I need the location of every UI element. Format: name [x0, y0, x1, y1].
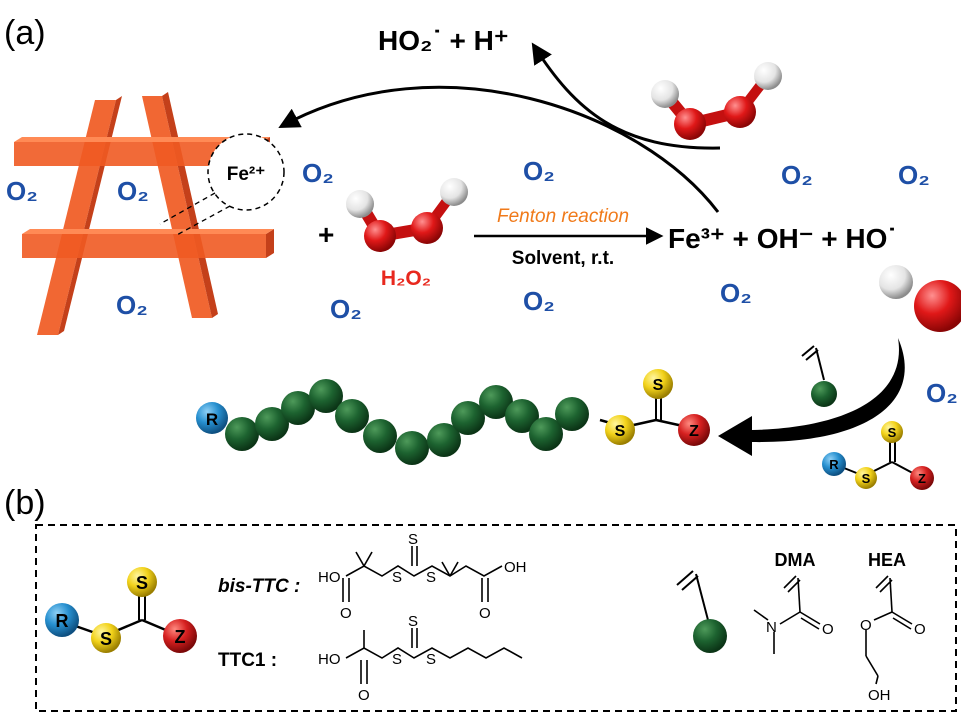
atom-o: O	[914, 621, 926, 638]
vinyl-monomer-icon	[801, 345, 837, 407]
atom-o: O	[358, 687, 370, 704]
atom-ho: HO	[318, 651, 341, 668]
plus-sign: +	[318, 219, 334, 250]
atom-o: O	[860, 617, 872, 634]
ho2-release-arrow	[531, 42, 721, 150]
hea-label: HEA	[868, 550, 906, 570]
atom-s: S	[100, 629, 112, 649]
atom-s: S	[615, 423, 626, 440]
o2-label: O₂	[330, 294, 362, 324]
atom-z: Z	[689, 423, 699, 440]
atom-o: O	[822, 621, 834, 638]
bis-ttc-label: bis-TTC :	[218, 576, 300, 597]
atom-oh: OH	[504, 559, 527, 576]
polymer-chain: R S S Z	[196, 369, 710, 465]
o2-label: O₂	[523, 156, 555, 186]
panel-b-label: (b)	[4, 484, 46, 522]
hea-structure	[865, 575, 913, 685]
panel-b-box	[35, 524, 957, 712]
regeneration-arrow	[278, 85, 720, 213]
bis-ttc-structure	[342, 546, 503, 602]
raft-agent-large: S R S Z	[45, 567, 197, 653]
products-label: Fe³⁺ + OH⁻ + HO˙	[668, 223, 897, 254]
vinyl-monomer-generic	[676, 570, 727, 653]
atom-r: R	[829, 457, 839, 472]
atom-s: S	[408, 531, 418, 548]
fe-framework	[14, 92, 274, 335]
raft-agent-small: S R S Z	[822, 421, 934, 490]
o2-labels: O₂ O₂ O₂ O₂ O₂ O₂ O₂ O₂ O₂ O₂ O₂	[6, 156, 958, 408]
o2-label: O₂	[116, 290, 148, 320]
atom-s: S	[862, 471, 871, 486]
ttc1-structure	[345, 628, 523, 684]
initiation-arrow	[718, 338, 905, 456]
atom-s: S	[653, 377, 664, 394]
o2-label: O₂	[117, 176, 149, 206]
atom-s: S	[426, 651, 436, 668]
atom-s: S	[136, 573, 148, 593]
atom-r: R	[56, 611, 69, 631]
dma-structure	[753, 575, 821, 654]
hydroxyl-radical-molecule	[879, 265, 961, 332]
h2o2-molecule	[346, 178, 468, 252]
dma-label: DMA	[775, 550, 816, 570]
h2o2-label: H₂O₂	[381, 267, 431, 290]
atom-o: O	[340, 605, 352, 622]
fe2-callout: Fe²⁺	[159, 133, 285, 237]
atom-z: Z	[175, 627, 186, 647]
atom-oh: OH	[868, 687, 891, 704]
o2-label: O₂	[302, 158, 334, 188]
atom-s: S	[426, 569, 436, 586]
atom-s: S	[888, 425, 897, 440]
atom-o: O	[479, 605, 491, 622]
atom-s: S	[408, 613, 418, 630]
atom-s: S	[392, 651, 402, 668]
o2-label: O₂	[720, 278, 752, 308]
o2-label: O₂	[6, 176, 38, 206]
ttc1-label: TTC1 :	[218, 650, 277, 671]
o2-label: O₂	[523, 286, 555, 316]
conditions-label: Solvent, r.t.	[512, 248, 614, 269]
h2o2-molecule-top	[651, 62, 782, 140]
atom-z: Z	[918, 471, 926, 486]
atom-r: R	[206, 410, 218, 429]
fe2-label: Fe²⁺	[227, 164, 266, 185]
atom-n: N	[766, 619, 777, 636]
fenton-reaction-label: Fenton reaction	[497, 206, 629, 227]
ho2-label: HO₂˙ + H⁺	[378, 25, 509, 56]
atom-ho: HO	[318, 569, 341, 586]
o2-label: O₂	[926, 378, 958, 408]
o2-label: O₂	[781, 160, 813, 190]
atom-s: S	[392, 569, 402, 586]
panel-a-label: (a)	[4, 14, 46, 52]
o2-label: O₂	[898, 160, 930, 190]
